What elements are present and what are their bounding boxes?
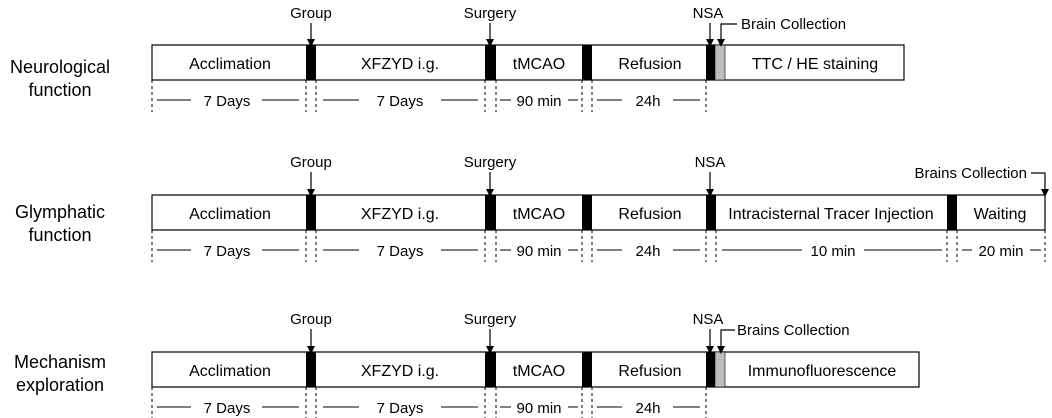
marker-brain-collection: Brain Collection: [741, 16, 846, 33]
group-separator: [306, 45, 316, 80]
nsa-separator: [706, 195, 716, 230]
duration-acclimation: 7 Days: [204, 93, 251, 110]
refusion-separator: [582, 352, 592, 387]
marker-brains-collection-arrow: [1031, 172, 1049, 197]
duration-acclimation: 7 Days: [204, 400, 251, 417]
guide-lines: [151, 230, 1046, 262]
segment-acclimation: Acclimation: [189, 206, 271, 223]
marker-nsa: NSA: [693, 5, 724, 22]
segment-tracer-injection: Intracisternal Tracer Injection: [728, 206, 933, 223]
timeline-box: [151, 194, 1046, 231]
collection-marker: [714, 44, 726, 81]
marker-surgery: Surgery: [464, 154, 517, 171]
segment-refusion: Refusion: [618, 206, 681, 223]
marker-brains-collection: Brains Collection: [914, 165, 1027, 182]
duration-tmcao: 90 min: [516, 243, 561, 260]
marker-group: Group: [290, 311, 332, 328]
duration-refusion: 24h: [635, 93, 660, 110]
duration-refusion: 24h: [635, 243, 660, 260]
refusion-separator: [582, 195, 592, 230]
nsa-separator: [706, 45, 715, 80]
row-glymphatic-function: Glymphatic function Acclimation XFZYD i.…: [15, 154, 1049, 262]
waiting-separator: [947, 195, 957, 230]
duration-waiting: 20 min: [978, 243, 1023, 260]
row-title-line-2: function: [28, 80, 91, 100]
segment-xfzyd: XFZYD i.g.: [361, 363, 439, 380]
surgery-separator: [485, 195, 496, 230]
guide-lines: [151, 80, 707, 112]
marker-brain-collection-arrow: [717, 23, 737, 47]
duration-xfzyd: 7 Days: [377, 400, 424, 417]
nsa-separator: [706, 352, 715, 387]
row-title-line-1: Glymphatic: [15, 202, 105, 222]
duration-tracer-injection: 10 min: [810, 243, 855, 260]
segment-acclimation: Acclimation: [189, 56, 271, 73]
marker-surgery: Surgery: [464, 5, 517, 22]
segment-xfzyd: XFZYD i.g.: [361, 56, 439, 73]
duration-xfzyd: 7 Days: [377, 243, 424, 260]
row-title-line-1: Neurological: [10, 57, 110, 77]
segment-staining: TTC / HE staining: [752, 56, 878, 73]
segment-tmcao: tMCAO: [513, 56, 565, 73]
segment-refusion: Refusion: [618, 363, 681, 380]
row-title-line-2: exploration: [16, 375, 104, 395]
timeline-box: [151, 44, 905, 81]
marker-surgery: Surgery: [464, 311, 517, 328]
segment-immunofluorescence: Immunofluorescence: [748, 363, 897, 380]
segment-tmcao: tMCAO: [513, 206, 565, 223]
duration-xfzyd: 7 Days: [377, 93, 424, 110]
collection-marker: [714, 351, 726, 388]
guide-lines: [151, 387, 707, 418]
row-neurological-function: Neurological function Acclimation XFZYD …: [10, 5, 905, 112]
marker-group: Group: [290, 154, 332, 171]
duration-tmcao: 90 min: [516, 400, 561, 417]
row-title-line-1: Mechanism: [14, 352, 106, 372]
group-separator: [306, 195, 316, 230]
segment-acclimation: Acclimation: [189, 363, 271, 380]
row-mechanism-exploration: Mechanism exploration Acclimation XFZYD …: [14, 311, 920, 418]
duration-tmcao: 90 min: [516, 93, 561, 110]
marker-group: Group: [290, 5, 332, 22]
duration-refusion: 24h: [635, 400, 660, 417]
group-separator: [306, 352, 316, 387]
segment-xfzyd: XFZYD i.g.: [361, 206, 439, 223]
segment-refusion: Refusion: [618, 56, 681, 73]
duration-acclimation: 7 Days: [204, 243, 251, 260]
marker-nsa: NSA: [693, 311, 724, 328]
refusion-separator: [582, 45, 592, 80]
segment-waiting: Waiting: [974, 206, 1027, 223]
surgery-separator: [485, 45, 496, 80]
surgery-separator: [485, 352, 496, 387]
marker-nsa: NSA: [695, 154, 726, 171]
segment-tmcao: tMCAO: [513, 363, 565, 380]
row-title-line-2: function: [28, 225, 91, 245]
marker-brains-collection-arrow: [717, 329, 735, 354]
timeline-box: [151, 351, 920, 388]
marker-brains-collection: Brains Collection: [737, 322, 850, 339]
